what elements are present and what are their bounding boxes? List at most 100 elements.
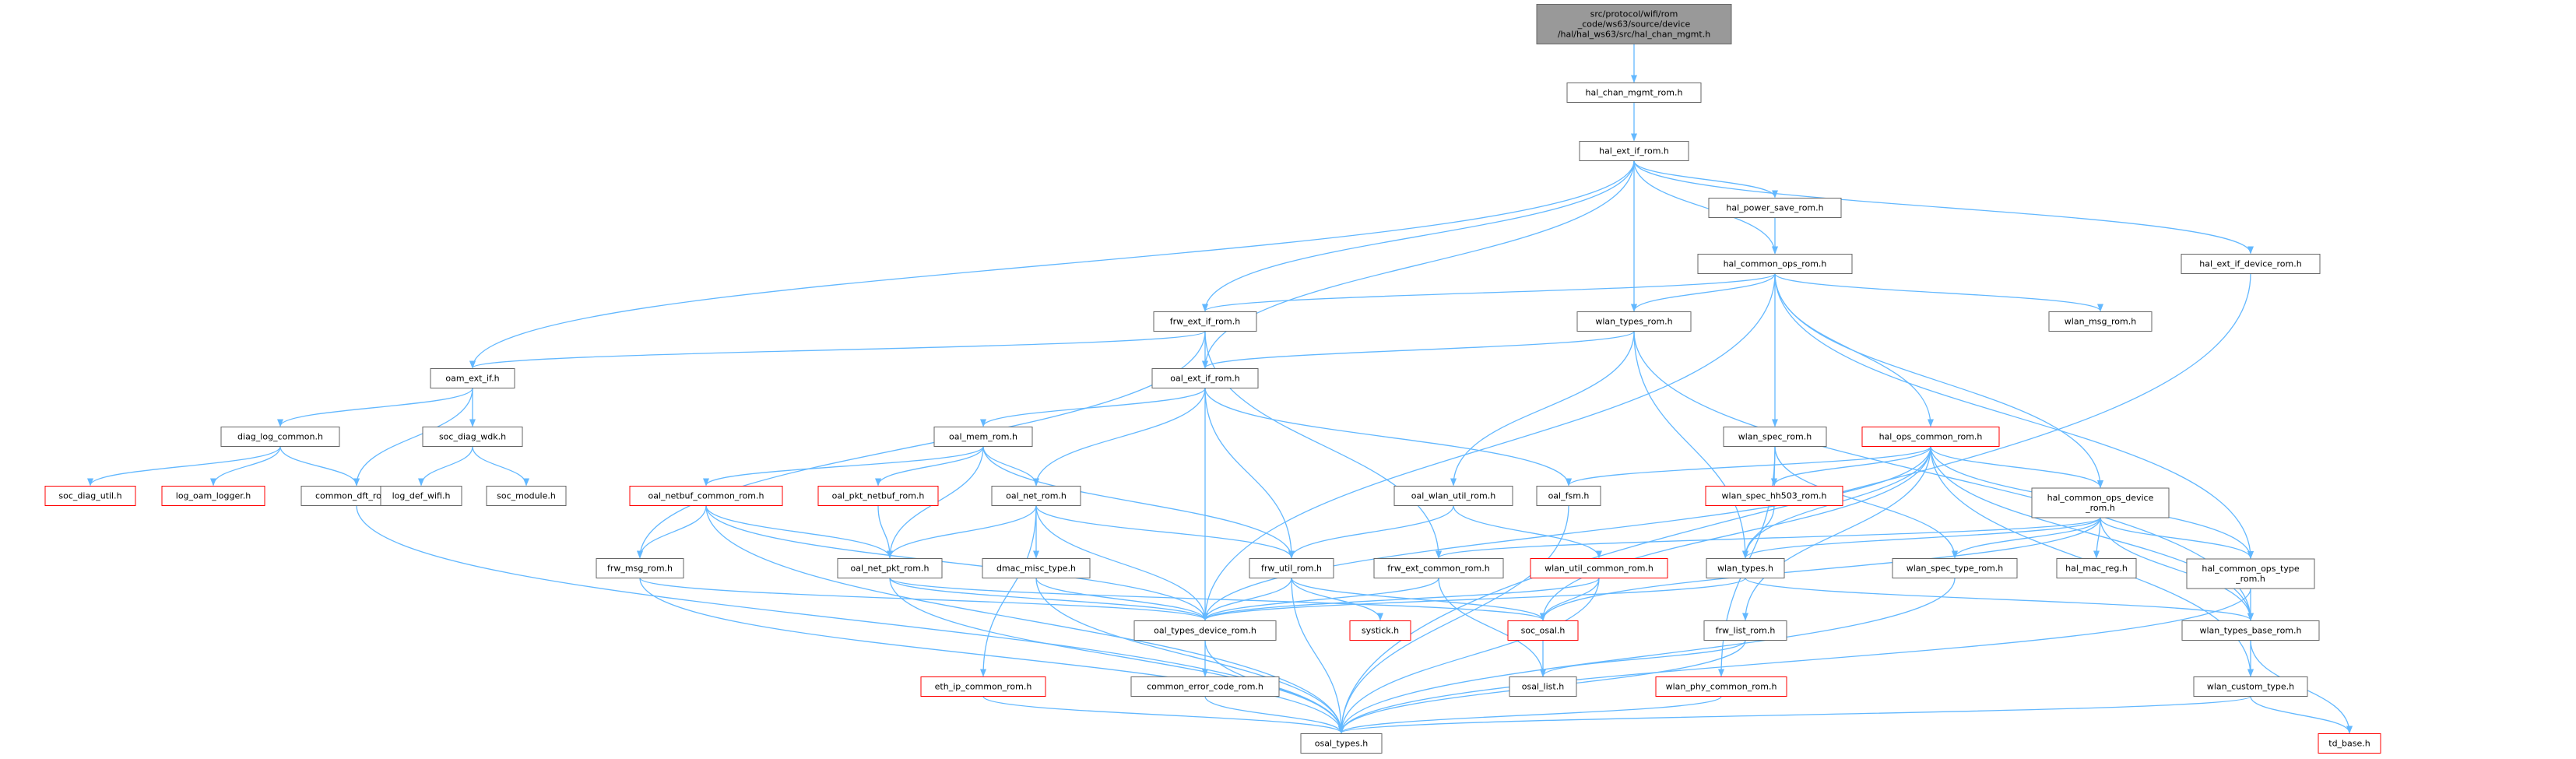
node-label: oal_net_pkt_rom.h bbox=[851, 564, 930, 574]
node-hal_common_ops_type_rom[interactable]: hal_common_ops_type_rom.h bbox=[2186, 558, 2315, 589]
node-label: wlan_types_rom.h bbox=[1595, 317, 1672, 327]
node-osal_types[interactable]: osal_types.h bbox=[1300, 733, 1383, 754]
edge-wlan_phy_common_rom-to-osal_types bbox=[1338, 695, 1722, 734]
node-label: systick.h bbox=[1362, 626, 1399, 636]
node-wlan_spec_type_rom[interactable]: wlan_spec_type_rom.h bbox=[1892, 558, 2018, 578]
edge-hal_ops_common_rom-to-soc_osal bbox=[1540, 446, 1931, 621]
node-label: oam_ext_if.h bbox=[445, 374, 499, 384]
edge-hal_ops_common_rom-to-wlan_spec_hh503_rom bbox=[1771, 446, 1931, 487]
edge-soc_diag_wdk-to-log_def_wifi bbox=[418, 446, 473, 487]
node-wlan_types_base_rom[interactable]: wlan_types_base_rom.h bbox=[2181, 620, 2320, 641]
node-label: soc_module.h bbox=[497, 491, 556, 501]
edge-oal_ext_if_rom-to-oal_fsm bbox=[1204, 388, 1572, 487]
node-soc_module[interactable]: soc_module.h bbox=[486, 486, 567, 506]
node-systick[interactable]: systick.h bbox=[1349, 620, 1411, 641]
edge-wlan_types_rom-to-oal_ext_if_rom bbox=[1202, 330, 1635, 369]
node-oal_net_pkt_rom[interactable]: oal_net_pkt_rom.h bbox=[837, 558, 943, 578]
node-label: soc_osal.h bbox=[1521, 626, 1566, 636]
node-osal_list[interactable]: osal_list.h bbox=[1509, 676, 1577, 697]
node-wlan_util_common_rom[interactable]: wlan_util_common_rom.h bbox=[1530, 558, 1668, 578]
node-box bbox=[430, 368, 515, 388]
node-box bbox=[486, 486, 567, 506]
node-oal_types_device_rom[interactable]: oal_types_device_rom.h bbox=[1133, 620, 1277, 641]
edge-hal_ext_if_rom-to-frw_ext_if_rom bbox=[1202, 160, 1635, 312]
node-box bbox=[422, 427, 523, 447]
edge-soc_diag_wdk-to-soc_module bbox=[472, 446, 529, 487]
node-frw_ext_if_rom[interactable]: frw_ext_if_rom.h bbox=[1153, 311, 1257, 332]
node-box bbox=[1507, 620, 1579, 641]
node-box bbox=[2048, 311, 2153, 332]
node-label: oal_netbuf_common_rom.h bbox=[648, 491, 764, 501]
node-oal_net_rom[interactable]: oal_net_rom.h bbox=[991, 486, 1081, 506]
node-soc_osal[interactable]: soc_osal.h bbox=[1507, 620, 1579, 641]
node-hal_common_ops_device_rom[interactable]: hal_common_ops_device_rom.h bbox=[2031, 487, 2170, 518]
node-label: wlan_msg_rom.h bbox=[2065, 317, 2136, 327]
node-oal_netbuf_common_rom[interactable]: oal_netbuf_common_rom.h bbox=[629, 486, 783, 506]
node-eth_ip_common_rom[interactable]: eth_ip_common_rom.h bbox=[920, 676, 1046, 697]
node-wlan_phy_common_rom[interactable]: wlan_phy_common_rom.h bbox=[1655, 676, 1787, 697]
node-box bbox=[1697, 254, 1853, 274]
node-box bbox=[933, 427, 1033, 447]
node-label: wlan_phy_common_rom.h bbox=[1666, 682, 1777, 692]
node-wlan_custom_type[interactable]: wlan_custom_type.h bbox=[2193, 676, 2308, 697]
node-wlan_spec_hh503_rom[interactable]: wlan_spec_hh503_rom.h bbox=[1705, 486, 1843, 506]
node-root[interactable]: src/protocol/wifi/rom_code/ws63/source/d… bbox=[1536, 4, 1732, 44]
node-common_error_code_rom[interactable]: common_error_code_rom.h bbox=[1130, 676, 1280, 697]
node-box bbox=[2031, 487, 2170, 518]
node-wlan_msg_rom[interactable]: wlan_msg_rom.h bbox=[2048, 311, 2153, 332]
node-frw_msg_rom[interactable]: frw_msg_rom.h bbox=[596, 558, 684, 578]
edge-oal_net_rom-to-oal_net_pkt_rom bbox=[887, 505, 1037, 559]
node-hal_mac_reg[interactable]: hal_mac_reg.h bbox=[2056, 558, 2137, 578]
node-box bbox=[1153, 311, 1257, 332]
node-soc_diag_wdk[interactable]: soc_diag_wdk.h bbox=[422, 427, 523, 447]
node-frw_list_rom[interactable]: frw_list_rom.h bbox=[1703, 620, 1787, 641]
node-log_def_wifi[interactable]: log_def_wifi.h bbox=[380, 486, 462, 506]
node-hal_ext_if_rom[interactable]: hal_ext_if_rom.h bbox=[1579, 141, 1689, 161]
edge-oal_net_pkt_rom-to-oal_types_device_rom bbox=[889, 578, 1208, 621]
node-box bbox=[1723, 427, 1827, 447]
edge-frw_msg_rom-to-oal_types_device_rom bbox=[639, 577, 1208, 621]
node-oal_ext_if_rom[interactable]: oal_ext_if_rom.h bbox=[1151, 368, 1259, 388]
node-oal_pkt_netbuf_rom[interactable]: oal_pkt_netbuf_rom.h bbox=[817, 486, 939, 506]
node-oal_mem_rom[interactable]: oal_mem_rom.h bbox=[933, 427, 1033, 447]
node-hal_power_save_rom[interactable]: hal_power_save_rom.h bbox=[1708, 198, 1842, 218]
edge-oal_netbuf_common_rom-to-oal_types_device_rom bbox=[705, 505, 1208, 621]
edge-frw_ext_common_rom-to-oal_types_device_rom bbox=[1202, 578, 1439, 621]
node-frw_util_rom[interactable]: frw_util_rom.h bbox=[1249, 558, 1334, 578]
edge-hal_ext_if_rom-to-oam_ext_if bbox=[469, 160, 1635, 369]
node-box bbox=[2186, 558, 2315, 589]
node-label: hal_chan_mgmt_rom.h bbox=[1586, 88, 1683, 98]
edge-diag_log_common-to-soc_diag_util bbox=[87, 446, 281, 487]
node-dmac_misc_type[interactable]: dmac_misc_type.h bbox=[982, 558, 1091, 578]
edge-wlan_types-to-wlan_types_base_rom bbox=[1745, 577, 2254, 621]
edge-oal_net_pkt_rom-to-soc_osal bbox=[889, 577, 1546, 621]
node-label: hal_mac_reg.h bbox=[2065, 564, 2128, 574]
node-soc_diag_util[interactable]: soc_diag_util.h bbox=[44, 486, 136, 506]
node-diag_log_common[interactable]: diag_log_common.h bbox=[220, 427, 340, 447]
node-hal_ops_common_rom[interactable]: hal_ops_common_rom.h bbox=[1861, 427, 2000, 447]
edge-layer bbox=[87, 44, 2353, 734]
edge-frw_msg_rom-to-osal_types bbox=[639, 578, 1344, 734]
node-label: soc_diag_wdk.h bbox=[439, 432, 506, 442]
node-oam_ext_if[interactable]: oam_ext_if.h bbox=[430, 368, 515, 388]
edge-dmac_misc_type-to-oal_types_device_rom bbox=[1035, 578, 1208, 621]
node-wlan_types[interactable]: wlan_types.h bbox=[1706, 558, 1785, 578]
node-oal_wlan_util_rom[interactable]: oal_wlan_util_rom.h bbox=[1393, 486, 1513, 506]
edge-hal_common_ops_device_rom-to-frw_ext_common_rom bbox=[1436, 517, 2101, 559]
edge-oal_netbuf_common_rom-to-oal_net_pkt_rom bbox=[705, 505, 893, 559]
node-td_base[interactable]: td_base.h bbox=[2318, 733, 2381, 754]
node-hal_common_ops_rom[interactable]: hal_common_ops_rom.h bbox=[1697, 254, 1853, 274]
node-hal_chan_mgmt_rom[interactable]: hal_chan_mgmt_rom.h bbox=[1566, 83, 1702, 103]
node-frw_ext_common_rom[interactable]: frw_ext_common_rom.h bbox=[1373, 558, 1504, 578]
edge-wlan_util_common_rom-to-oal_types_device_rom bbox=[1202, 577, 1600, 621]
node-label: _rom.h bbox=[2235, 574, 2265, 584]
edge-hal_common_ops_device_rom-to-wlan_types_base_rom bbox=[2100, 517, 2254, 621]
node-hal_ext_if_device_rom[interactable]: hal_ext_if_device_rom.h bbox=[2181, 254, 2321, 274]
node-label: oal_ext_if_rom.h bbox=[1170, 374, 1240, 384]
edge-common_dft_rom-to-osal_types bbox=[356, 505, 1344, 734]
node-oal_fsm[interactable]: oal_fsm.h bbox=[1536, 486, 1601, 506]
node-wlan_types_rom[interactable]: wlan_types_rom.h bbox=[1576, 311, 1692, 332]
node-wlan_spec_rom[interactable]: wlan_spec_rom.h bbox=[1723, 427, 1827, 447]
node-label: hal_common_ops_device bbox=[2047, 493, 2154, 503]
node-log_oam_logger[interactable]: log_oam_logger.h bbox=[161, 486, 265, 506]
